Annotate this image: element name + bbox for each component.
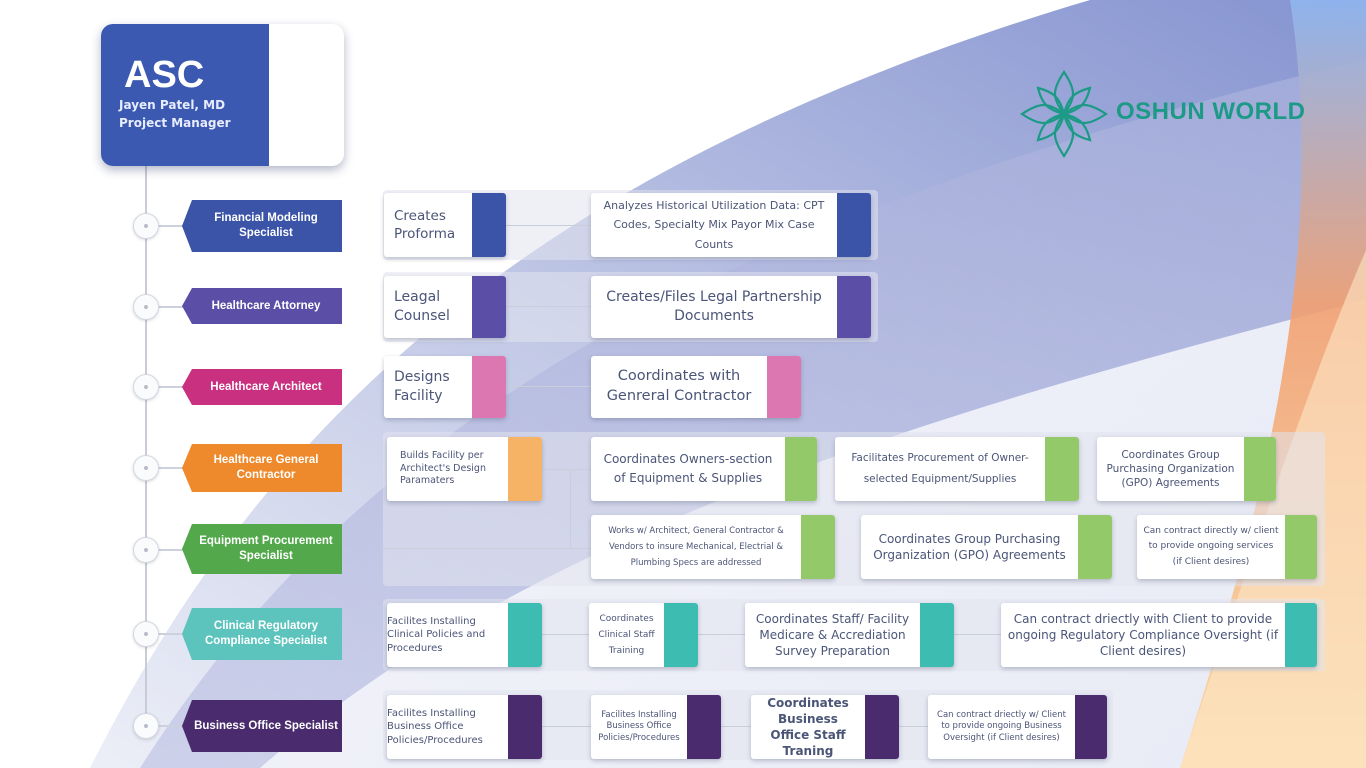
asc-title: ASC xyxy=(124,54,205,96)
brand-name: OSHUN WORLD xyxy=(1116,98,1306,125)
timeline-connector xyxy=(159,725,185,727)
timeline-connector xyxy=(159,467,185,469)
project-manager-panel: ASC Jayen Patel, MD Project Manager xyxy=(101,24,269,166)
timeline-connector xyxy=(159,549,185,551)
task-card: Leagal Counsel xyxy=(384,276,506,338)
task-card: Analyzes Historical Utilization Data: CP… xyxy=(591,193,871,257)
task-card: Creates Proforma xyxy=(384,193,506,257)
task-card: Coordinates Clinical Staff Training xyxy=(589,603,698,667)
task-card: Facilites Installing Business Office Pol… xyxy=(387,695,542,759)
role-clinical-regulatory-compliance-specialist: Clinical Regulatory Compliance Specialis… xyxy=(182,608,342,660)
task-link xyxy=(505,386,593,387)
task-link xyxy=(505,225,593,226)
brand-logo: OSHUN WORLD xyxy=(1018,68,1338,160)
task-card: Coordinates with Genreral Contractor xyxy=(591,356,801,418)
timeline-line xyxy=(145,166,147,736)
timeline-connector xyxy=(159,306,185,308)
timeline-node xyxy=(133,537,159,563)
role-equipment-procurement-specialist: Equipment Procurement Specialist xyxy=(182,524,342,574)
task-card: Coordinates Group Purchasing Organizatio… xyxy=(861,515,1112,579)
role-healthcare-architect: Healthcare Architect xyxy=(182,369,342,405)
task-card: Can contract directly w/ client to provi… xyxy=(1137,515,1317,579)
role-financial-modeling-specialist: Financial Modeling Specialist xyxy=(182,200,342,252)
task-link xyxy=(570,548,592,549)
timeline-connector xyxy=(159,633,185,635)
manager-name: Jayen Patel, MD xyxy=(119,98,226,112)
role-healthcare-attorney: Healthcare Attorney xyxy=(182,288,342,324)
task-link xyxy=(505,306,593,307)
task-card: Coordinates Staff/ Facility Medicare & A… xyxy=(745,603,954,667)
task-card: Creates/Files Legal Partnership Document… xyxy=(591,276,871,338)
task-card: Coordinates Group Purchasing Organizatio… xyxy=(1097,437,1276,501)
task-link xyxy=(720,726,752,727)
role-healthcare-general-contractor: Healthcare General Contractor xyxy=(182,444,342,492)
task-link xyxy=(541,634,591,635)
task-link xyxy=(380,548,570,549)
task-card: Facilites Installing Clinical Policies a… xyxy=(387,603,542,667)
task-link xyxy=(570,469,571,549)
timeline-node xyxy=(133,374,159,400)
task-link xyxy=(541,726,591,727)
task-card: Facilites Installing Business Office Pol… xyxy=(591,695,721,759)
task-card: Coordinates Owners-section of Equipment … xyxy=(591,437,817,501)
task-link xyxy=(697,634,747,635)
task-card: Builds Facility per Architect's Design P… xyxy=(387,437,542,501)
task-card: Can contract driectly w/ Client to provi… xyxy=(928,695,1107,759)
task-card: Designs Facility xyxy=(384,356,506,418)
project-manager-card: ASC Jayen Patel, MD Project Manager xyxy=(101,24,344,166)
task-link xyxy=(570,469,592,470)
timeline-node xyxy=(133,713,159,739)
manager-role: Project Manager xyxy=(119,116,231,130)
task-card: Facilitates Procurement of Owner-selecte… xyxy=(835,437,1079,501)
lotus-star-icon xyxy=(1020,70,1108,158)
role-business-office-specialist: Business Office Specialist xyxy=(182,700,342,752)
timeline-connector xyxy=(159,386,185,388)
task-link xyxy=(898,726,930,727)
task-link xyxy=(953,634,1003,635)
timeline-connector xyxy=(159,225,185,227)
timeline-node xyxy=(133,455,159,481)
task-card: Coordinates Business Office Staff Tranin… xyxy=(751,695,899,759)
timeline-node xyxy=(133,213,159,239)
task-card: Can contract driectly with Client to pro… xyxy=(1001,603,1317,667)
timeline-node xyxy=(133,621,159,647)
timeline-node xyxy=(133,294,159,320)
task-card: Works w/ Architect, General Contractor &… xyxy=(591,515,835,579)
task-link xyxy=(541,469,571,470)
